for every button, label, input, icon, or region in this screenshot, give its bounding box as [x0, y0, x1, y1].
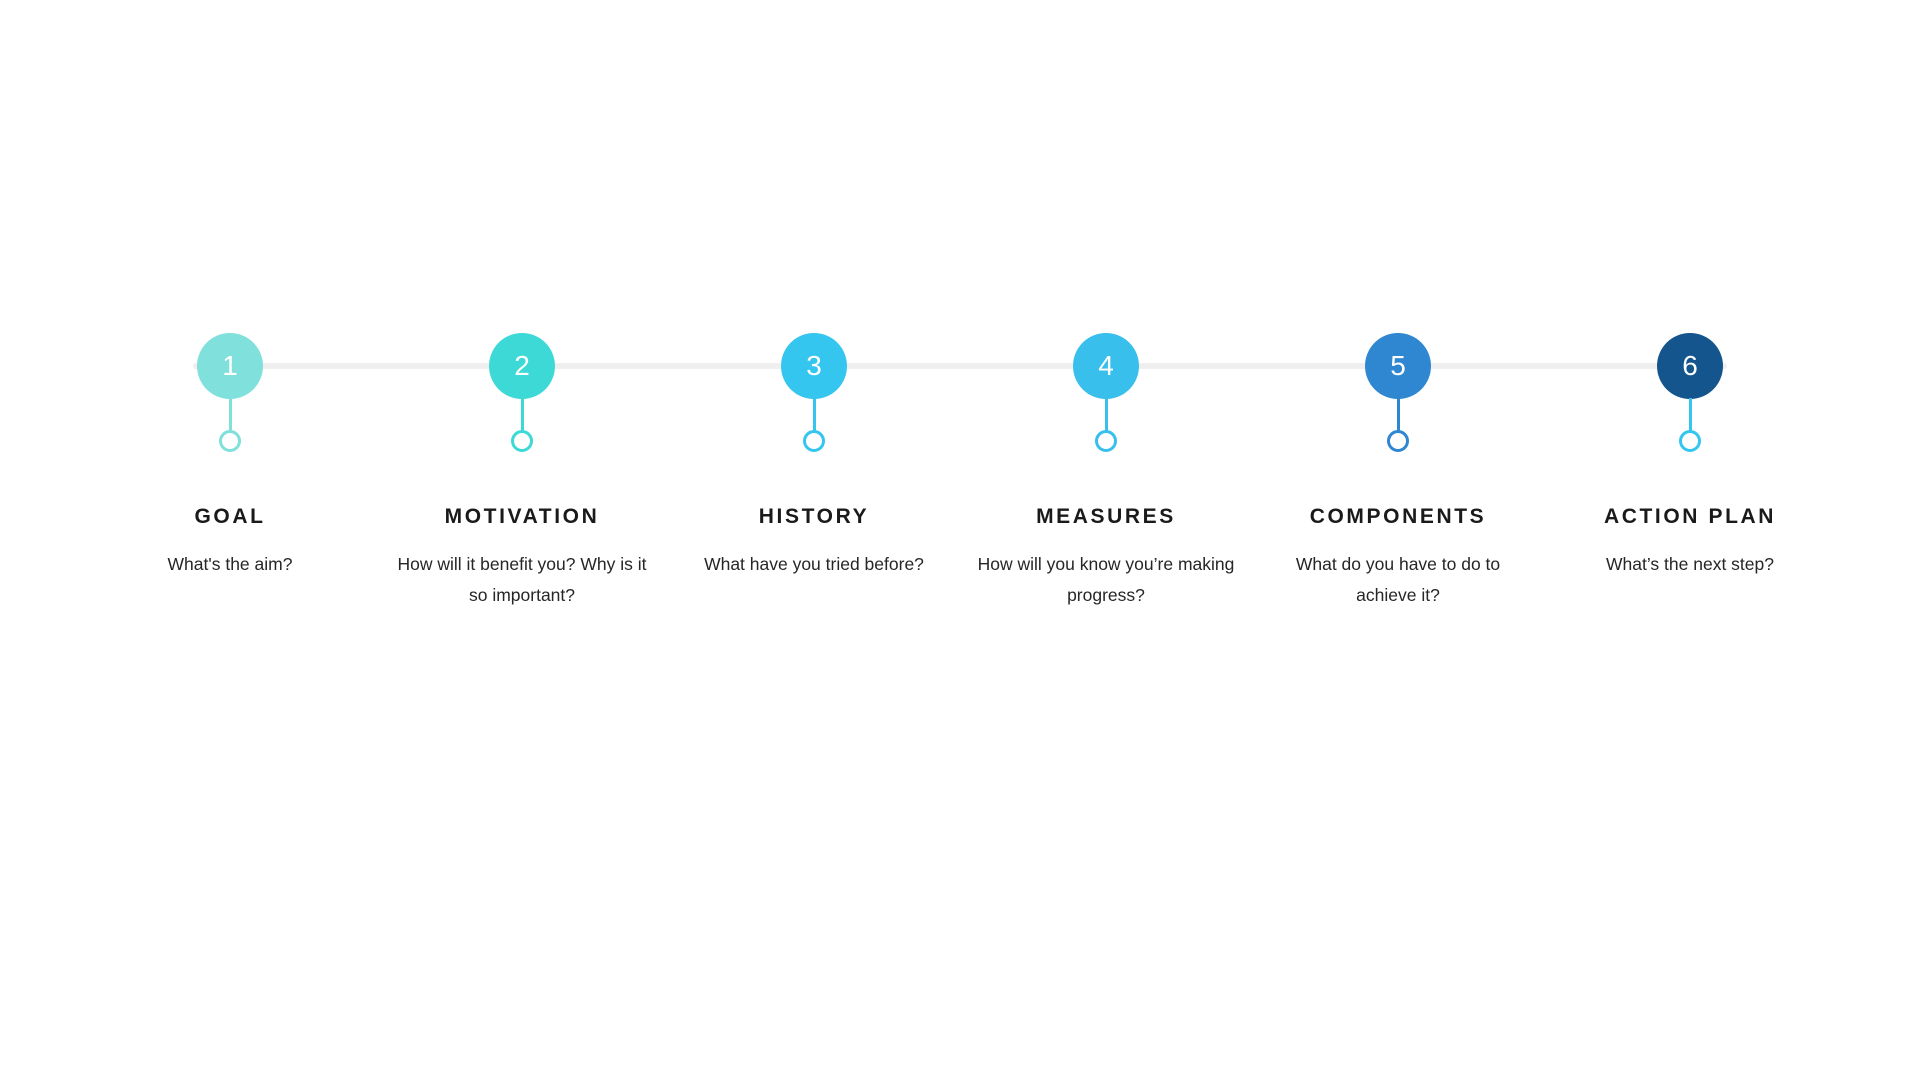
step-ring-icon-5	[1387, 430, 1409, 452]
timeline-rail	[193, 363, 1727, 369]
step-marker-3: 3	[781, 333, 847, 452]
step-description-4: How will you know you’re making progress…	[977, 554, 1235, 606]
step-stem-4	[1104, 398, 1108, 431]
step-description-2: How will it benefit you? Why is it so im…	[397, 554, 647, 606]
step-number-bubble-4[interactable]: 4	[1073, 333, 1139, 399]
step-title-5: COMPONENTS	[1309, 505, 1487, 528]
step-caption-4: MEASURES How will you know you’re making…	[975, 505, 1237, 611]
step-ring-icon-4	[1095, 430, 1117, 452]
step-description-5: What do you have to do to achieve it?	[1295, 554, 1501, 606]
step-marker-6: 6	[1657, 333, 1723, 452]
step-caption-5: COMPONENTS What do you have to do to ach…	[1267, 505, 1529, 611]
step-ring-icon-1	[219, 430, 241, 452]
step-title-4: MEASURES	[1036, 505, 1176, 528]
step-marker-5: 5	[1365, 333, 1431, 452]
step-stem-3	[812, 398, 816, 431]
step-description-6: What’s the next step?	[1606, 554, 1774, 575]
step-marker-2: 2	[489, 333, 555, 452]
step-caption-2: MOTIVATION How will it benefit you? Why …	[391, 505, 653, 611]
step-title-6: ACTION PLAN	[1603, 505, 1777, 528]
step-number-bubble-1[interactable]: 1	[197, 333, 263, 399]
step-description-3: What have you tried before?	[704, 554, 924, 575]
step-number-bubble-5[interactable]: 5	[1365, 333, 1431, 399]
step-number-bubble-6[interactable]: 6	[1657, 333, 1723, 399]
step-description-1: What's the aim?	[167, 554, 293, 575]
step-title-3: HISTORY	[758, 505, 870, 528]
step-marker-4: 4	[1073, 333, 1139, 452]
step-caption-1: GOAL What's the aim?	[99, 505, 361, 580]
step-ring-icon-2	[511, 430, 533, 452]
step-stem-5	[1396, 398, 1400, 431]
step-ring-icon-6	[1679, 430, 1701, 452]
step-title-1: GOAL	[194, 505, 266, 528]
step-title-2: MOTIVATION	[444, 505, 600, 528]
step-number-bubble-2[interactable]: 2	[489, 333, 555, 399]
step-number-bubble-3[interactable]: 3	[781, 333, 847, 399]
step-stem-1	[228, 398, 232, 431]
step-stem-6	[1688, 398, 1692, 431]
step-caption-6: ACTION PLAN What’s the next step?	[1559, 505, 1821, 580]
step-caption-3: HISTORY What have you tried before?	[683, 505, 945, 580]
step-ring-icon-3	[803, 430, 825, 452]
step-marker-1: 1	[197, 333, 263, 452]
step-stem-2	[520, 398, 524, 431]
